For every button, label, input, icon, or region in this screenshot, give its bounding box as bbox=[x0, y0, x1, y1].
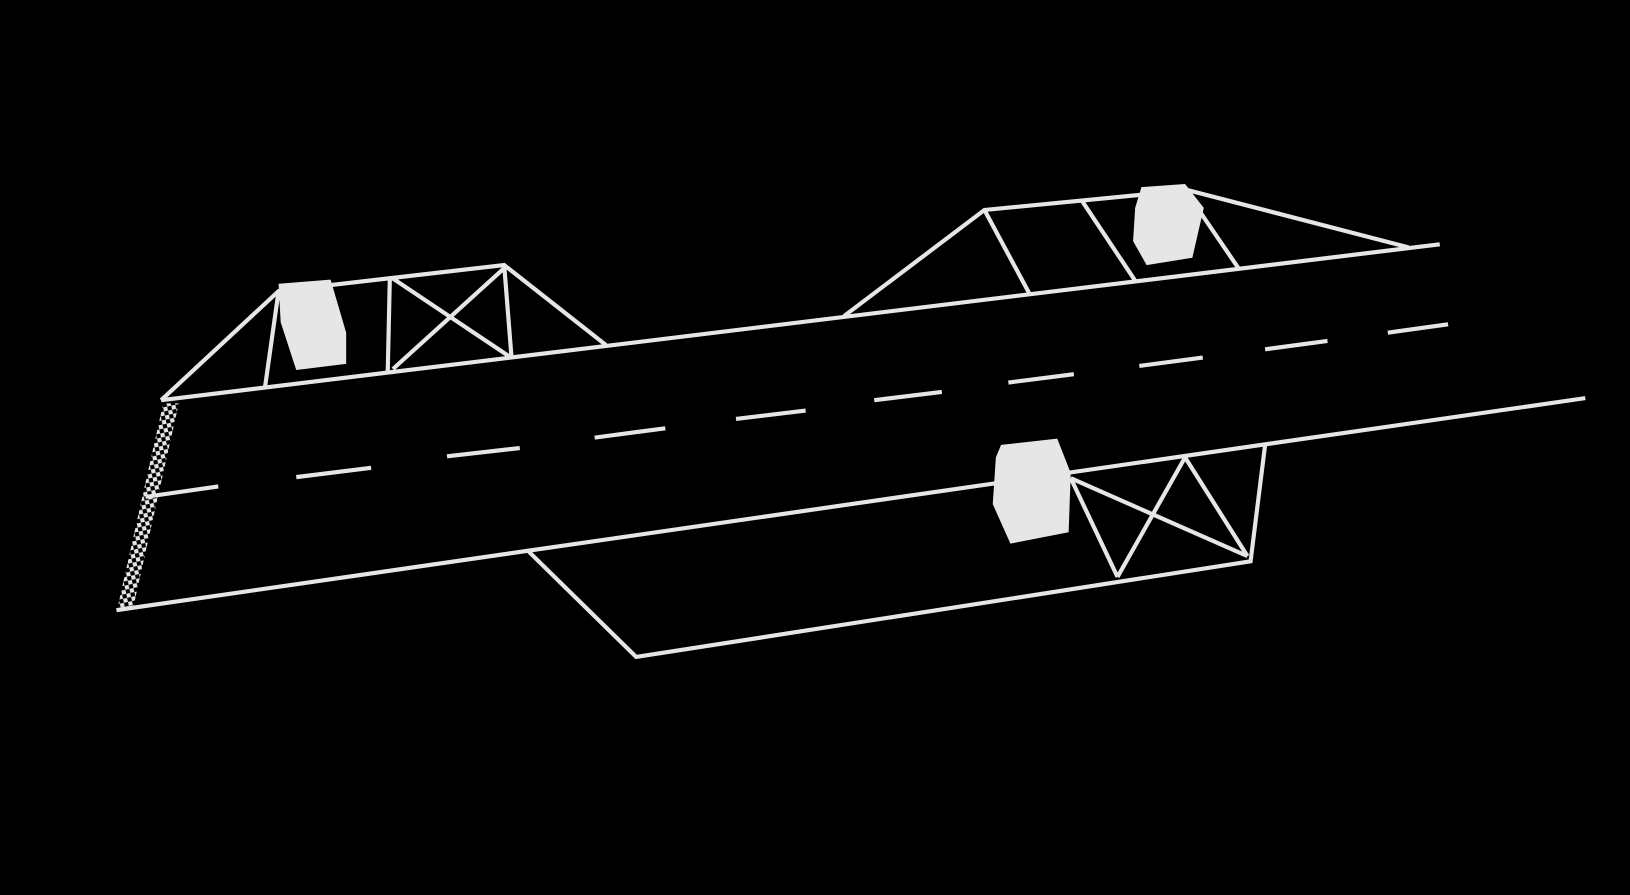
lane-dash bbox=[1264, 338, 1328, 352]
road-upper-edge bbox=[160, 242, 1441, 403]
lane-dash bbox=[594, 426, 666, 440]
structure-strut bbox=[982, 208, 1031, 295]
road-lower-edge bbox=[116, 396, 1586, 613]
structure-brace bbox=[391, 266, 506, 371]
side-structure-lower bbox=[526, 444, 1268, 660]
structure-brace bbox=[1183, 456, 1250, 558]
side-structure-upper-left bbox=[159, 262, 608, 402]
vehicle bbox=[992, 438, 1071, 544]
structure-outline bbox=[159, 262, 608, 402]
vehicle bbox=[1133, 183, 1204, 266]
lane-dash bbox=[1387, 322, 1449, 335]
structure-strut bbox=[385, 278, 392, 372]
structure-strut bbox=[263, 290, 281, 387]
side-structure-upper-right bbox=[842, 188, 1410, 318]
lane-dash bbox=[446, 445, 521, 459]
lane-dash bbox=[296, 465, 372, 480]
lane-dash bbox=[1139, 355, 1204, 368]
vehicles bbox=[278, 183, 1204, 544]
structure-strut bbox=[1079, 198, 1137, 282]
structure-outline bbox=[526, 444, 1268, 660]
lane-dash bbox=[735, 408, 806, 421]
checkered-finish-line bbox=[117, 403, 179, 609]
vehicle bbox=[278, 279, 347, 371]
lane-dash bbox=[1008, 372, 1075, 385]
structure-outline bbox=[842, 188, 1410, 318]
structure-brace bbox=[1069, 476, 1249, 559]
road bbox=[116, 242, 1586, 613]
lane-dash bbox=[145, 484, 219, 499]
lane-center-dashes bbox=[145, 322, 1449, 499]
structure-strut bbox=[502, 264, 514, 357]
structure-brace bbox=[1068, 477, 1120, 578]
lane-dash bbox=[873, 389, 943, 403]
structure-brace bbox=[1115, 456, 1187, 578]
